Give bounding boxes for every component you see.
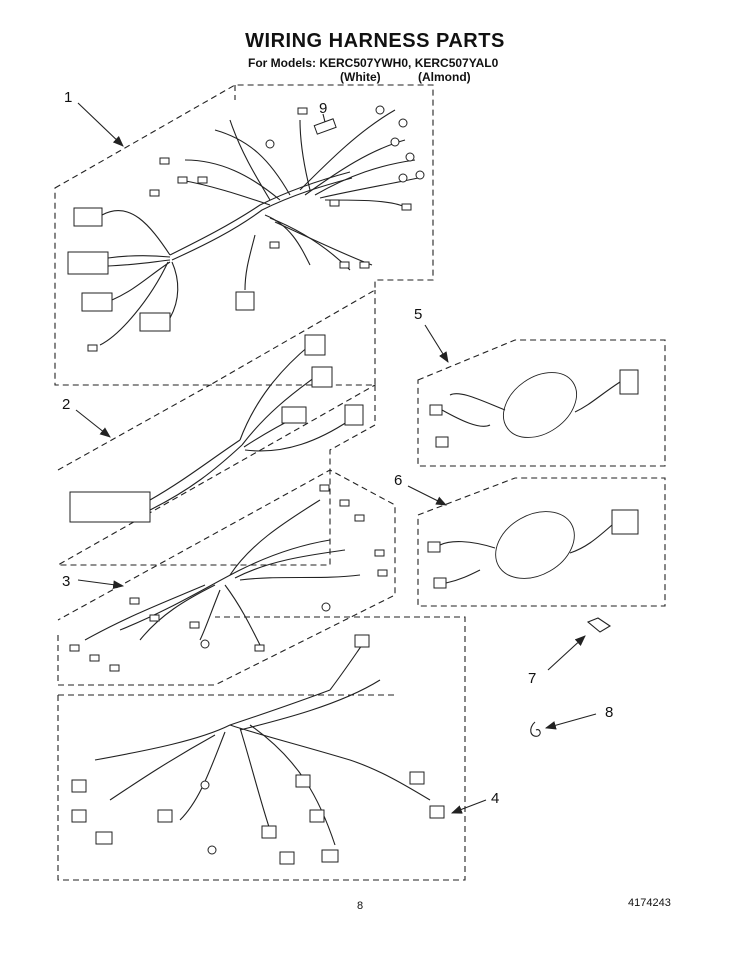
- harness-2-trunk: [149, 439, 241, 501]
- part-7-clip: [586, 617, 612, 633]
- harness-1-inline-connector: [313, 118, 337, 135]
- harness-4-group: [57, 616, 466, 881]
- callout-3: 3: [62, 573, 71, 590]
- harness-5-boundary: [417, 339, 666, 467]
- harness-4-boundary: [57, 616, 466, 881]
- harness-1-trunk: [169, 171, 351, 256]
- harness-2-boundary: [55, 290, 376, 566]
- part-8-spring: [530, 721, 541, 737]
- callout-8: 8: [605, 704, 614, 721]
- harness-5-group: [417, 339, 666, 467]
- callout-5: 5: [414, 306, 423, 323]
- harness-1-group: [54, 84, 434, 386]
- callout-7: 7: [528, 670, 537, 687]
- harness-3-boundary: [57, 469, 396, 686]
- harness-2-group: [55, 290, 376, 566]
- harness-4-trunk: [94, 689, 331, 761]
- variant-almond: (Almond): [418, 70, 471, 84]
- callout-6: 6: [394, 472, 403, 489]
- callout-4: 4: [491, 790, 500, 807]
- page-number: 8: [357, 900, 364, 912]
- harness-3-group: [57, 469, 396, 686]
- callout-1: 1: [64, 89, 73, 106]
- harness-6-group: [417, 477, 666, 607]
- harness-2-block-connector: [69, 491, 151, 523]
- harness-1-boundary: [54, 84, 434, 386]
- models-line: For Models: KERC507YWH0, KERC507YAL0: [248, 56, 499, 70]
- harness-6-boundary: [417, 477, 666, 607]
- doc-number: 4174243: [628, 897, 671, 909]
- harness-1-block-connector: [73, 207, 103, 227]
- harness-3-trunk: [119, 539, 331, 631]
- callout-9: 9: [319, 100, 328, 117]
- callout-2: 2: [62, 396, 71, 413]
- page-title: WIRING HARNESS PARTS: [245, 30, 505, 52]
- variant-white: (White): [340, 70, 381, 84]
